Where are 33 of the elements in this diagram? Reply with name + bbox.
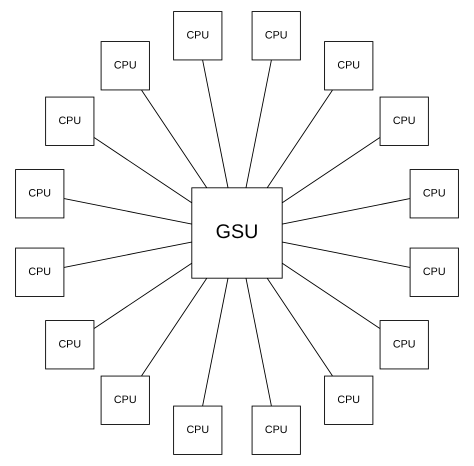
node-box: CPU: [380, 96, 429, 146]
connector: [282, 137, 380, 204]
node-box: CPU: [45, 96, 94, 146]
node-box: CPU: [173, 11, 222, 60]
node-box: CPU: [100, 376, 150, 425]
node-box: CPU: [380, 320, 429, 370]
connector: [64, 242, 192, 268]
connector: [94, 137, 192, 204]
node-box: CPU: [173, 406, 222, 455]
node-box: CPU: [252, 11, 301, 60]
node-box: CPU: [252, 406, 301, 455]
connector: [141, 278, 208, 376]
connector: [282, 262, 380, 329]
connector: [266, 278, 333, 376]
node-box: CPU: [15, 248, 64, 297]
connector: [202, 278, 228, 406]
node-box: CPU: [100, 41, 150, 90]
node-box: CPU: [45, 320, 94, 370]
connector: [266, 90, 333, 188]
node-box: CPU: [324, 41, 374, 90]
connector: [246, 278, 272, 406]
node-box: GSU: [191, 187, 283, 279]
connector: [282, 242, 410, 268]
node-box: CPU: [324, 376, 374, 425]
connector: [94, 262, 192, 329]
connector: [282, 198, 410, 224]
connector: [246, 60, 272, 188]
connector: [202, 60, 228, 188]
node-box: CPU: [410, 248, 459, 297]
connector: [141, 90, 208, 188]
connector: [64, 198, 192, 224]
node-box: CPU: [15, 169, 64, 218]
node-box: CPU: [410, 169, 459, 218]
